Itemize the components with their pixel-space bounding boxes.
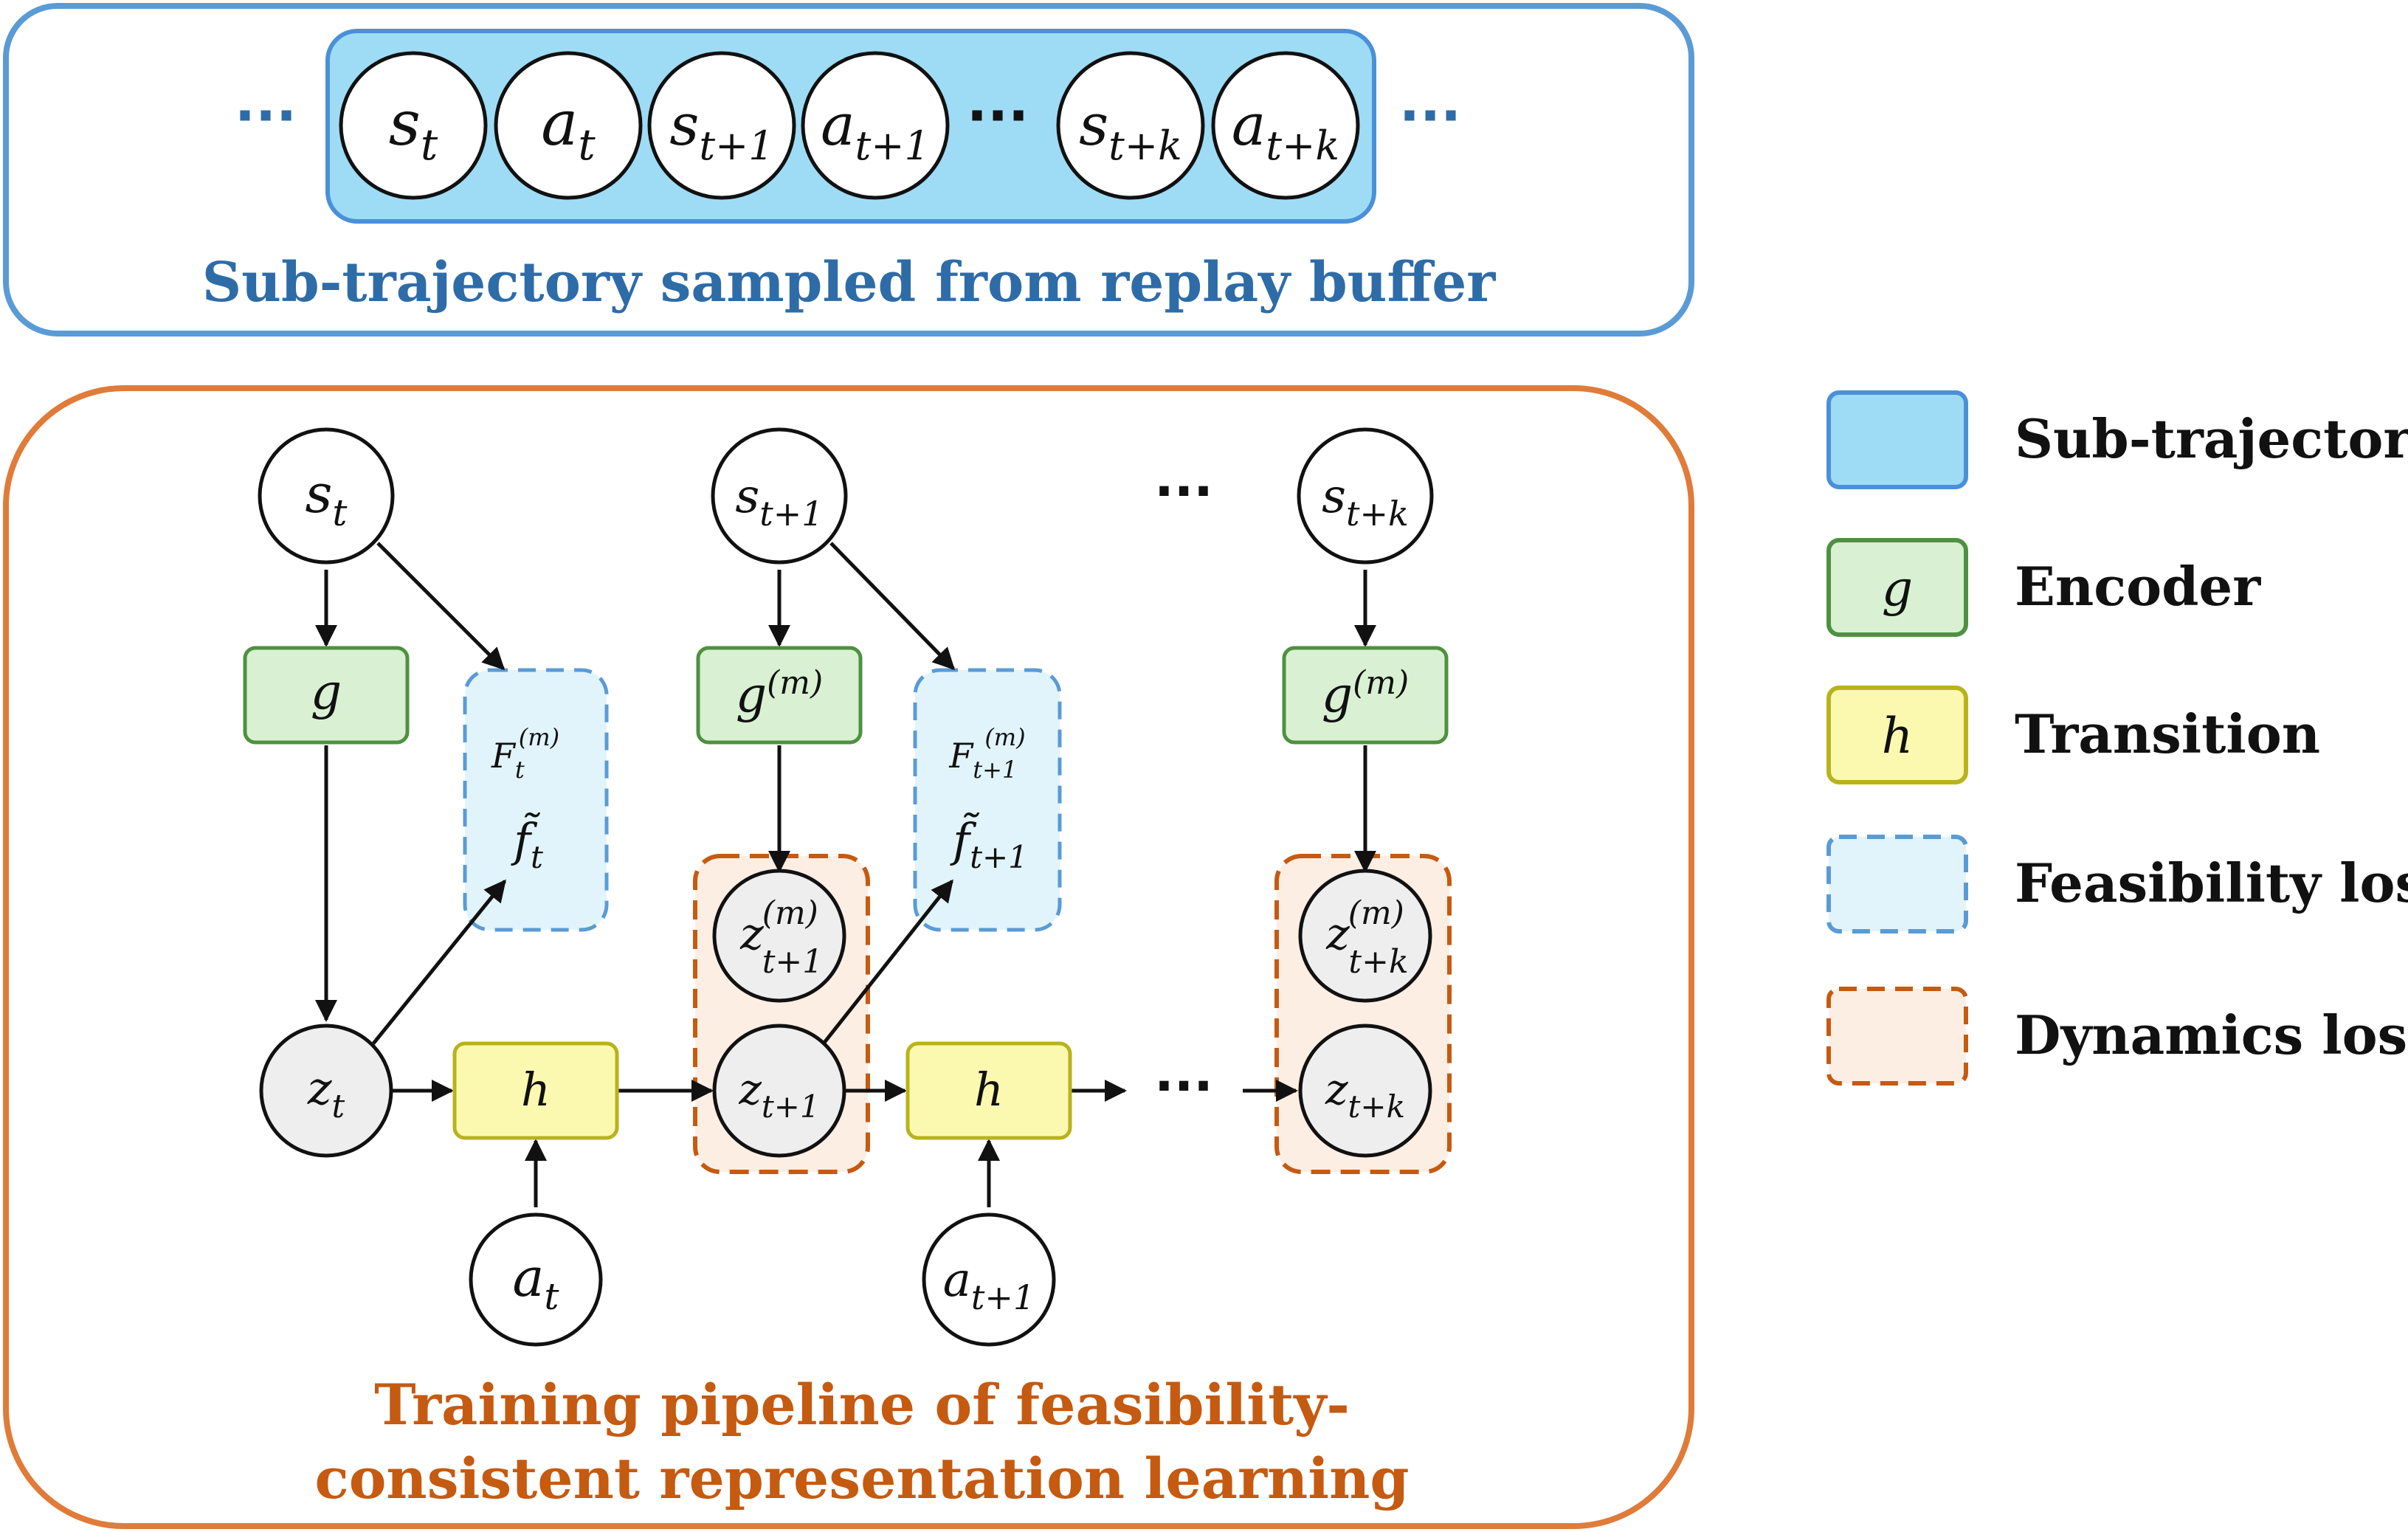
legend-item-feasibility: Feasibility loss [1826,835,2408,934]
bottom-panel-title-line1: Training pipeline of feasibility- [374,1372,1350,1438]
svg-text:h: h [974,1063,1004,1117]
svg-text:zt: zt [307,1061,345,1125]
svg-text:at: at [512,1246,559,1318]
svg-text:st: st [389,87,438,170]
encoder-box-gm-t1: g(m) [696,646,863,745]
legend-item-transition: h Transition [1826,686,2320,784]
encoder-box-g: g [243,646,410,745]
svg-text:st: st [305,463,348,534]
legend-label-transition: Transition [2015,703,2320,765]
edge-zt1-f [822,879,953,1045]
top-node-a-t: at [494,51,643,200]
latent-node-z-t: zt [259,1024,393,1158]
bottom-panel-title-line2: consistent representation learning [314,1446,1409,1511]
svg-text:Ft(m): Ft(m) [491,723,559,784]
top-ellipsis-right: ··· [1399,84,1461,148]
top-ellipsis-left: ··· [235,84,297,148]
svg-text:st+1: st+1 [735,469,823,534]
top-node-a-t1: at+1 [801,51,950,200]
svg-text:g(m): g(m) [736,664,823,723]
svg-text:h: h [521,1063,551,1117]
svg-text:g: g [311,663,342,720]
edges [315,542,1376,1207]
legend-swatch-transition [1826,686,1968,784]
legend-symbol-encoder: g [1882,560,1913,617]
svg-text:t+1: t+1 [762,943,824,981]
edge-st-F [376,542,506,671]
state-ellipsis: ··· [1154,461,1213,522]
latent-node-z-tk: zt+k [1298,1024,1432,1158]
svg-text:zt+1: zt+1 [738,1064,819,1125]
top-node-a-tk: at+k [1211,51,1360,200]
top-node-s-t: st [339,51,488,200]
action-node-a-t1: at+1 [922,1212,1056,1347]
svg-text:at+1: at+1 [943,1253,1035,1317]
top-ellipsis-middle: ··· [967,84,1029,148]
legend-symbol-transition: h [1882,708,1914,765]
transition-box-h-1: h [452,1041,619,1140]
legend-label-feasibility: Feasibility loss [2015,852,2408,914]
svg-text:at+k: at+k [1232,92,1339,169]
edge-zt-f [372,879,506,1045]
legend-label-dynamics: Dynamics loss [2015,1004,2408,1066]
legend-swatch-feasibility [1826,835,1968,934]
state-node-s-t: st [258,427,395,565]
top-panel: ··· ··· ··· st at st+1 at+1 st+k at+k Su… [3,3,1694,337]
svg-text:zt+k: zt+k [1325,1064,1405,1125]
svg-text:st+k: st+k [1079,92,1182,169]
legend-item-encoder: g Encoder [1826,538,2261,637]
svg-text:z(m): z(m) [739,894,818,960]
edge-st1-F [829,542,956,671]
latent-node-z-t1: zt+1 [712,1024,846,1158]
legend: Sub-trajectory g Encoder h Transition Fe… [1826,390,2408,1086]
feasibility-loss-t1: Ft+1(m) f̃t+1 [913,668,1062,932]
svg-text:z(m): z(m) [1325,894,1404,960]
encoder-box-gm-tk: g(m) [1282,646,1449,745]
target-node-z-tk-m: z(m) t+k [1298,869,1432,1003]
top-node-s-t1: st+1 [647,51,796,200]
top-panel-title: Sub-trajectory sampled from replay buffe… [202,251,1497,314]
svg-text:st+k: st+k [1322,469,1409,534]
legend-swatch-encoder [1826,538,1968,637]
svg-text:t+k: t+k [1348,943,1408,981]
legend-item-dynamics: Dynamics loss [1826,987,2408,1086]
legend-label-encoder: Encoder [2015,555,2261,618]
state-node-s-t1: st+1 [711,427,848,565]
legend-label-subtrajectory: Sub-trajectory [2015,407,2408,470]
top-node-s-tk: st+k [1056,51,1205,200]
svg-text:at+1: at+1 [821,92,930,169]
legend-swatch-dynamics [1826,987,1968,1086]
action-node-a-t: at [469,1212,603,1347]
legend-item-subtrajectory: Sub-trajectory [1826,390,2408,489]
feasibility-loss-t: Ft(m) f̃t [463,668,609,932]
state-node-s-tk: st+k [1297,427,1434,565]
svg-text:g(m): g(m) [1322,664,1409,723]
bottom-panel: Ft(m) f̃t Ft+1(m) f̃t+1 [3,385,1694,1529]
legend-swatch-subtrajectory [1826,390,1968,489]
svg-text:st+1: st+1 [669,92,773,169]
svg-text:Ft+1(m): Ft+1(m) [948,723,1025,784]
latent-ellipsis: ··· [1154,1056,1213,1117]
target-node-z-t1-m: z(m) t+1 [712,869,846,1003]
transition-box-h-2: h [905,1041,1072,1140]
svg-text:at: at [541,87,596,170]
